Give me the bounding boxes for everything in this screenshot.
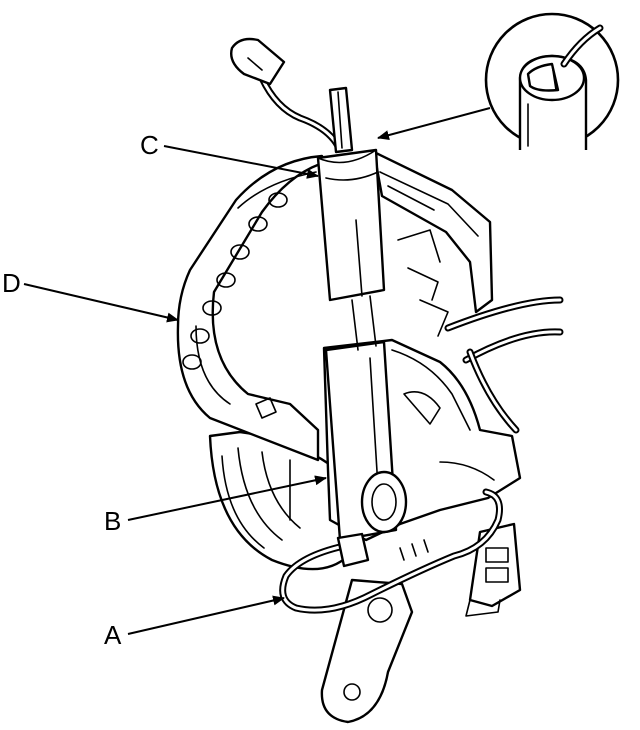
leader-line-a — [127, 595, 285, 635]
leader-line-b — [127, 475, 327, 521]
leader-line-d — [23, 283, 179, 323]
right-wiring — [444, 296, 564, 434]
shaft-b — [324, 295, 408, 542]
leader-line-c — [163, 145, 319, 179]
callout-c: C — [140, 130, 159, 160]
inset-pointer-arrow — [377, 107, 491, 140]
detail-inset — [484, 12, 620, 150]
callout-a: A — [104, 620, 122, 650]
upper-wire — [230, 37, 342, 150]
housing-d — [176, 154, 324, 462]
cable-a — [279, 488, 503, 614]
callout-d: D — [2, 268, 21, 298]
mounting-bracket — [320, 578, 414, 724]
sleeve-c — [316, 86, 386, 302]
side-connector — [465, 522, 522, 617]
lower-housing — [208, 430, 350, 571]
callout-b: B — [104, 506, 121, 536]
rear-frame — [372, 150, 494, 337]
